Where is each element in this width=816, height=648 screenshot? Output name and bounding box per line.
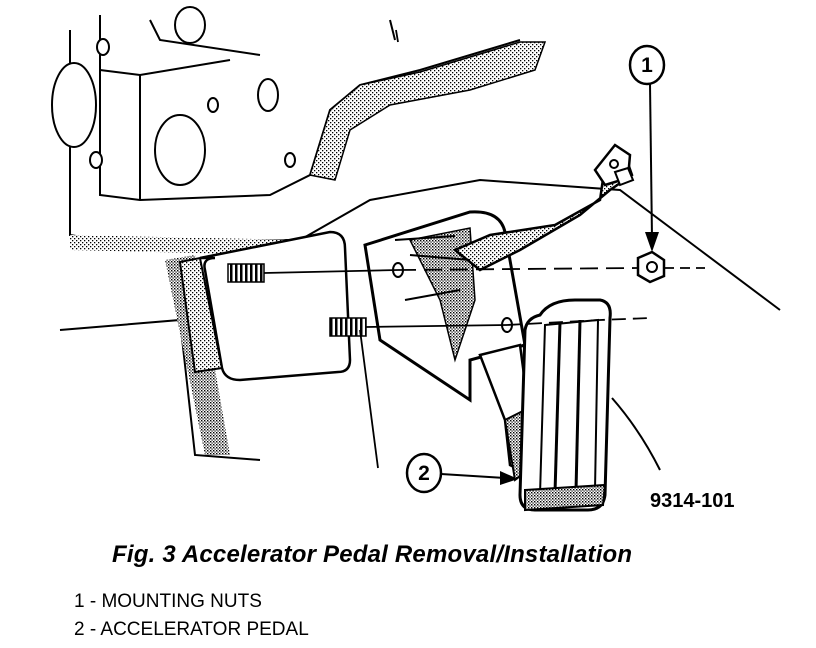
mounting-plate [199, 230, 352, 382]
dash-rib-shading [309, 41, 547, 181]
pedal-pad-grooves [553, 319, 582, 494]
figure-id-leader [611, 397, 661, 471]
callout-1-number: 1 [641, 54, 653, 77]
bracket-tab-hole [609, 159, 619, 169]
legend-item-accelerator-pedal: 2 - ACCELERATOR PEDAL [74, 619, 309, 640]
callout-1: 1 [628, 44, 666, 252]
legend: 1 - MOUNTING NUTS 2 - ACCELERATOR PEDAL [74, 588, 309, 644]
mounting-nut-hole [646, 261, 658, 273]
assembly-lines [263, 29, 705, 469]
bracket-nut [613, 166, 635, 187]
pedal-pad-bottom [524, 483, 607, 512]
mounting-plate-edge [178, 256, 224, 374]
panel-holes [51, 6, 296, 186]
figure-id-label: 9314-101 [650, 490, 735, 512]
pedal-pad [518, 298, 612, 512]
pedal-diagram: 1 2 9314-101 [51, 6, 781, 512]
stud-upper [227, 263, 265, 283]
bracket-ribs [394, 235, 471, 301]
callout-2: 2 [405, 452, 518, 494]
figure-caption: Fig. 3 Accelerator Pedal Removal/Install… [112, 541, 633, 568]
legend-item-mounting-nuts: 1 - MOUNTING NUTS [74, 591, 262, 612]
callout-2-number: 2 [418, 462, 430, 485]
